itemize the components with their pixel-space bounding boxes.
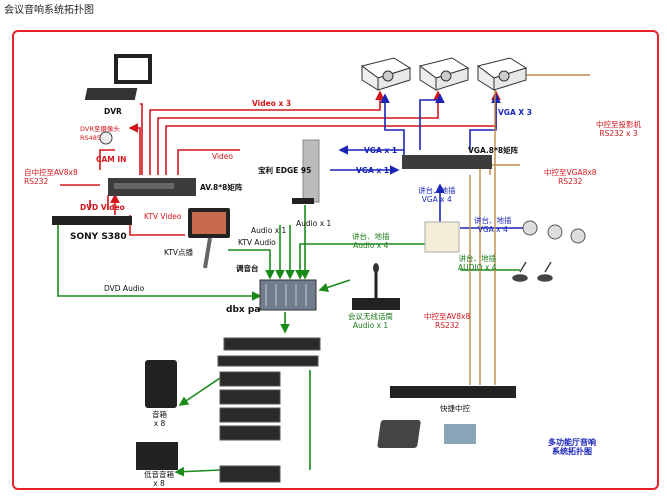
caption-label: 多功能厅音响 系统拓扑图 [548,438,596,456]
dvr-rs485-label: DVR至摄像头 RS485 [80,125,120,142]
podium-vga-label: 讲台、地插 VGA x 4 [418,186,456,204]
dvd-audio-label: DVD Audio [104,284,145,293]
controller-label: 快捷中控 [440,404,470,413]
mic-receiver-label: 会议无线话筒 Audio x 1 [348,312,393,330]
vga-x1-b-label: VGA x 1 [356,166,390,175]
speaker-label: 音箱 x 8 [152,410,167,428]
av-rs232-label: 自中控至AV8x8 RS232 [24,168,78,186]
vga-x1-a-label: VGA x 1 [364,146,398,155]
diagram-frame [12,30,659,490]
audio-x1-a-label: Audio x 1 [251,226,287,235]
page-title: 会议音响系统拓扑图 [4,5,94,16]
projector-3 [476,57,528,91]
ktv-video-label: KTV Video [144,212,182,221]
proj-rs232-label: 中控至投影机 RS232 x 3 [596,120,641,138]
video-label: Video [212,152,234,161]
edge-label: 宝利 EDGE 95 [258,166,312,175]
ktv-audio-label: KTV Audio [238,238,276,247]
av-rs232b-label: 中控至AV8x8 RS232 [424,312,471,330]
dbx-label: dbx pa [226,305,261,315]
vga-rs232-label: 中控至VGA8x8 RS232 [544,168,597,186]
podium-vga2-label: 讲台、地插 VGA x 4 [474,216,512,234]
video-x3-label: Video x 3 [252,99,292,108]
dvr-label: DVR [104,107,122,116]
sony-label: SONY S380 [70,232,127,242]
projector-1 [360,57,412,91]
mixer-label: 调音台 [236,264,259,273]
dvd-video-label: DVD Video [80,203,125,212]
cam-in-label: CAM IN [96,155,127,164]
podium-audio2-label: 讲台、地插 AUDIO x 4 [458,254,497,272]
av-matrix-label: AV.8*8矩阵 [200,183,243,192]
projector-2 [418,57,470,91]
vga-x3-label: VGA X 3 [498,108,532,117]
sub-label: 低音音箱 x 8 [144,470,174,488]
podium-audio-label: 讲台、地插 Audio x 4 [352,232,390,250]
audio-x1-b-label: Audio x 1 [296,219,332,228]
vga-matrix-label: VGA.8*8矩阵 [468,146,519,155]
ktv-panel-label: KTV点播 [164,248,194,257]
